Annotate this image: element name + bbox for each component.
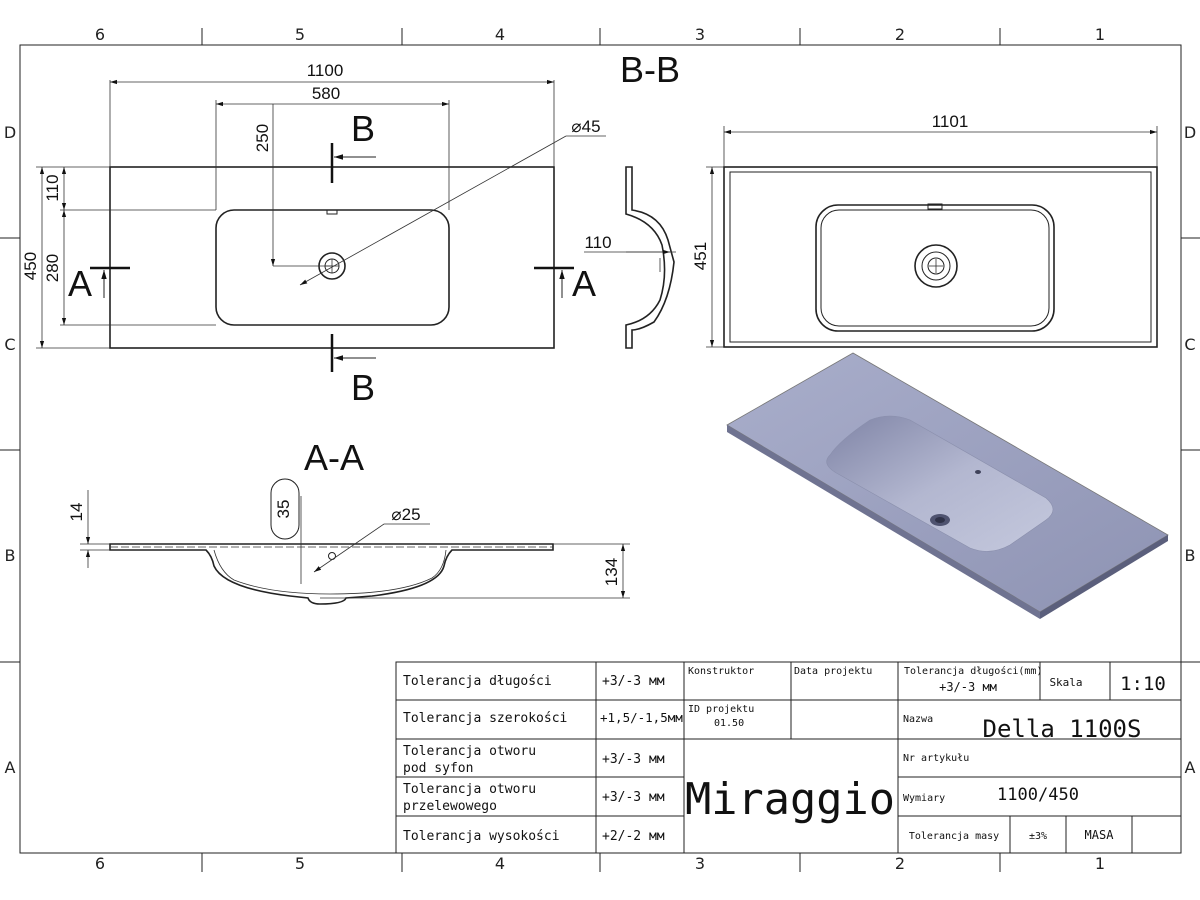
grid-col-bottom: 5 bbox=[295, 854, 305, 873]
grid-col-top: 3 bbox=[695, 25, 705, 44]
section-aa-title: A-A bbox=[304, 437, 364, 478]
dim-length-1101: 1101 bbox=[932, 112, 969, 131]
tol-row-value: +3/-3 мм bbox=[602, 674, 665, 689]
grid-row-right: B bbox=[1185, 546, 1196, 565]
grid-col-bottom: 3 bbox=[695, 854, 705, 873]
dim-offset-110: 110 bbox=[43, 174, 62, 201]
nazwa-value: Della 1100S bbox=[983, 715, 1142, 743]
grid-row-left: B bbox=[5, 546, 16, 565]
grid-col-top: 2 bbox=[895, 25, 905, 44]
section-aa-view: A-A 14 35 ⌀25 134 bbox=[67, 437, 630, 605]
dim-bowl-length: 580 bbox=[312, 84, 340, 103]
grid-row-right: C bbox=[1184, 335, 1195, 354]
brand-logo: Miraggio bbox=[685, 774, 895, 825]
grid-col-bottom: 1 bbox=[1095, 854, 1105, 873]
wymiary-label: Wymiary bbox=[903, 793, 945, 804]
grid-col-bottom: 2 bbox=[895, 854, 905, 873]
title-block: Tolerancja długości +3/-3 мм Tolerancja … bbox=[395, 661, 1182, 854]
skala-value: 1:10 bbox=[1120, 673, 1166, 695]
tol-row-label: Tolerancja długości bbox=[403, 674, 552, 689]
section-a-right: A bbox=[572, 263, 596, 304]
section-bb-view: B-B 110 bbox=[584, 49, 680, 349]
dim-thickness-14: 14 bbox=[67, 503, 86, 522]
tol-row-label: Tolerancja szerokości bbox=[403, 711, 567, 726]
tol-row-label: Tolerancja wysokości bbox=[403, 829, 560, 844]
masa-label: MASA bbox=[1085, 828, 1115, 842]
section-b-top: B bbox=[351, 108, 375, 149]
right-view: 1101 451 bbox=[691, 112, 1158, 348]
section-b-bottom: B bbox=[351, 367, 375, 408]
dim-offset-250: 250 bbox=[253, 124, 272, 152]
grid-col-bottom: 4 bbox=[495, 854, 505, 873]
grid-col-top: 6 bbox=[95, 25, 105, 44]
konstruktor-label: Konstruktor bbox=[688, 666, 754, 677]
grid-col-top: 1 bbox=[1095, 25, 1105, 44]
grid-row-left: D bbox=[4, 123, 16, 142]
section-bb-title: B-B bbox=[620, 49, 680, 90]
tol-row-label: Tolerancja otworu bbox=[403, 744, 536, 759]
dim-length: 1100 bbox=[307, 61, 344, 80]
tol-length-value: +3/-3 мм bbox=[939, 680, 997, 694]
dim-height-134: 134 bbox=[602, 558, 621, 586]
dim-width-451: 451 bbox=[691, 242, 710, 270]
id-projektu-value: 01.50 bbox=[714, 718, 744, 729]
data-projektu-label: Data projektu bbox=[794, 666, 872, 677]
tol-masy-label: Tolerancja masy bbox=[909, 831, 999, 842]
dim-bowl-width: 280 bbox=[43, 254, 62, 282]
dim-overflow-35: 35 bbox=[274, 500, 293, 519]
grid-col-bottom: 6 bbox=[95, 854, 105, 873]
skala-label: Skala bbox=[1049, 676, 1082, 689]
wymiary-value: 1100/450 bbox=[997, 785, 1079, 805]
grid-row-left: C bbox=[4, 335, 15, 354]
dim-depth-110: 110 bbox=[584, 233, 611, 252]
hole-25-label: ⌀25 bbox=[391, 505, 420, 524]
tol-row-value: +3/-3 мм bbox=[602, 752, 665, 767]
grid-row-right: D bbox=[1184, 123, 1196, 142]
id-projektu-label: ID projektu bbox=[688, 704, 754, 715]
tol-row-value: +3/-3 мм bbox=[602, 790, 665, 805]
isometric-render bbox=[726, 352, 1169, 619]
tol-masy-value: ±3% bbox=[1029, 831, 1047, 842]
grid-labels: 6 5 4 3 2 1 6 5 4 3 2 1 D C B A D C B A bbox=[4, 25, 1196, 873]
grid-col-top: 5 bbox=[295, 25, 305, 44]
top-view: 1100 580 250 450 110 280 ⌀45 B B bbox=[21, 61, 606, 408]
grid-row-left: A bbox=[5, 758, 16, 777]
nr-artykulu-label: Nr artykułu bbox=[903, 753, 969, 764]
grid-col-top: 4 bbox=[495, 25, 505, 44]
hole-45-label: ⌀45 bbox=[571, 117, 600, 136]
section-a-left: A bbox=[68, 263, 92, 304]
tol-row-value: +2/-2 мм bbox=[602, 829, 665, 844]
tol-length-label: Tolerancja długości(mm) bbox=[904, 665, 1042, 677]
grid-row-right: A bbox=[1185, 758, 1196, 777]
dim-width: 450 bbox=[21, 252, 40, 280]
tol-row-value: +1,5/-1,5мм bbox=[600, 710, 683, 725]
tol-row-label: przelewowego bbox=[403, 799, 497, 814]
tol-row-label: Tolerancja otworu bbox=[403, 782, 536, 797]
nazwa-label: Nazwa bbox=[903, 714, 933, 725]
tol-row-label: pod syfon bbox=[403, 761, 473, 776]
